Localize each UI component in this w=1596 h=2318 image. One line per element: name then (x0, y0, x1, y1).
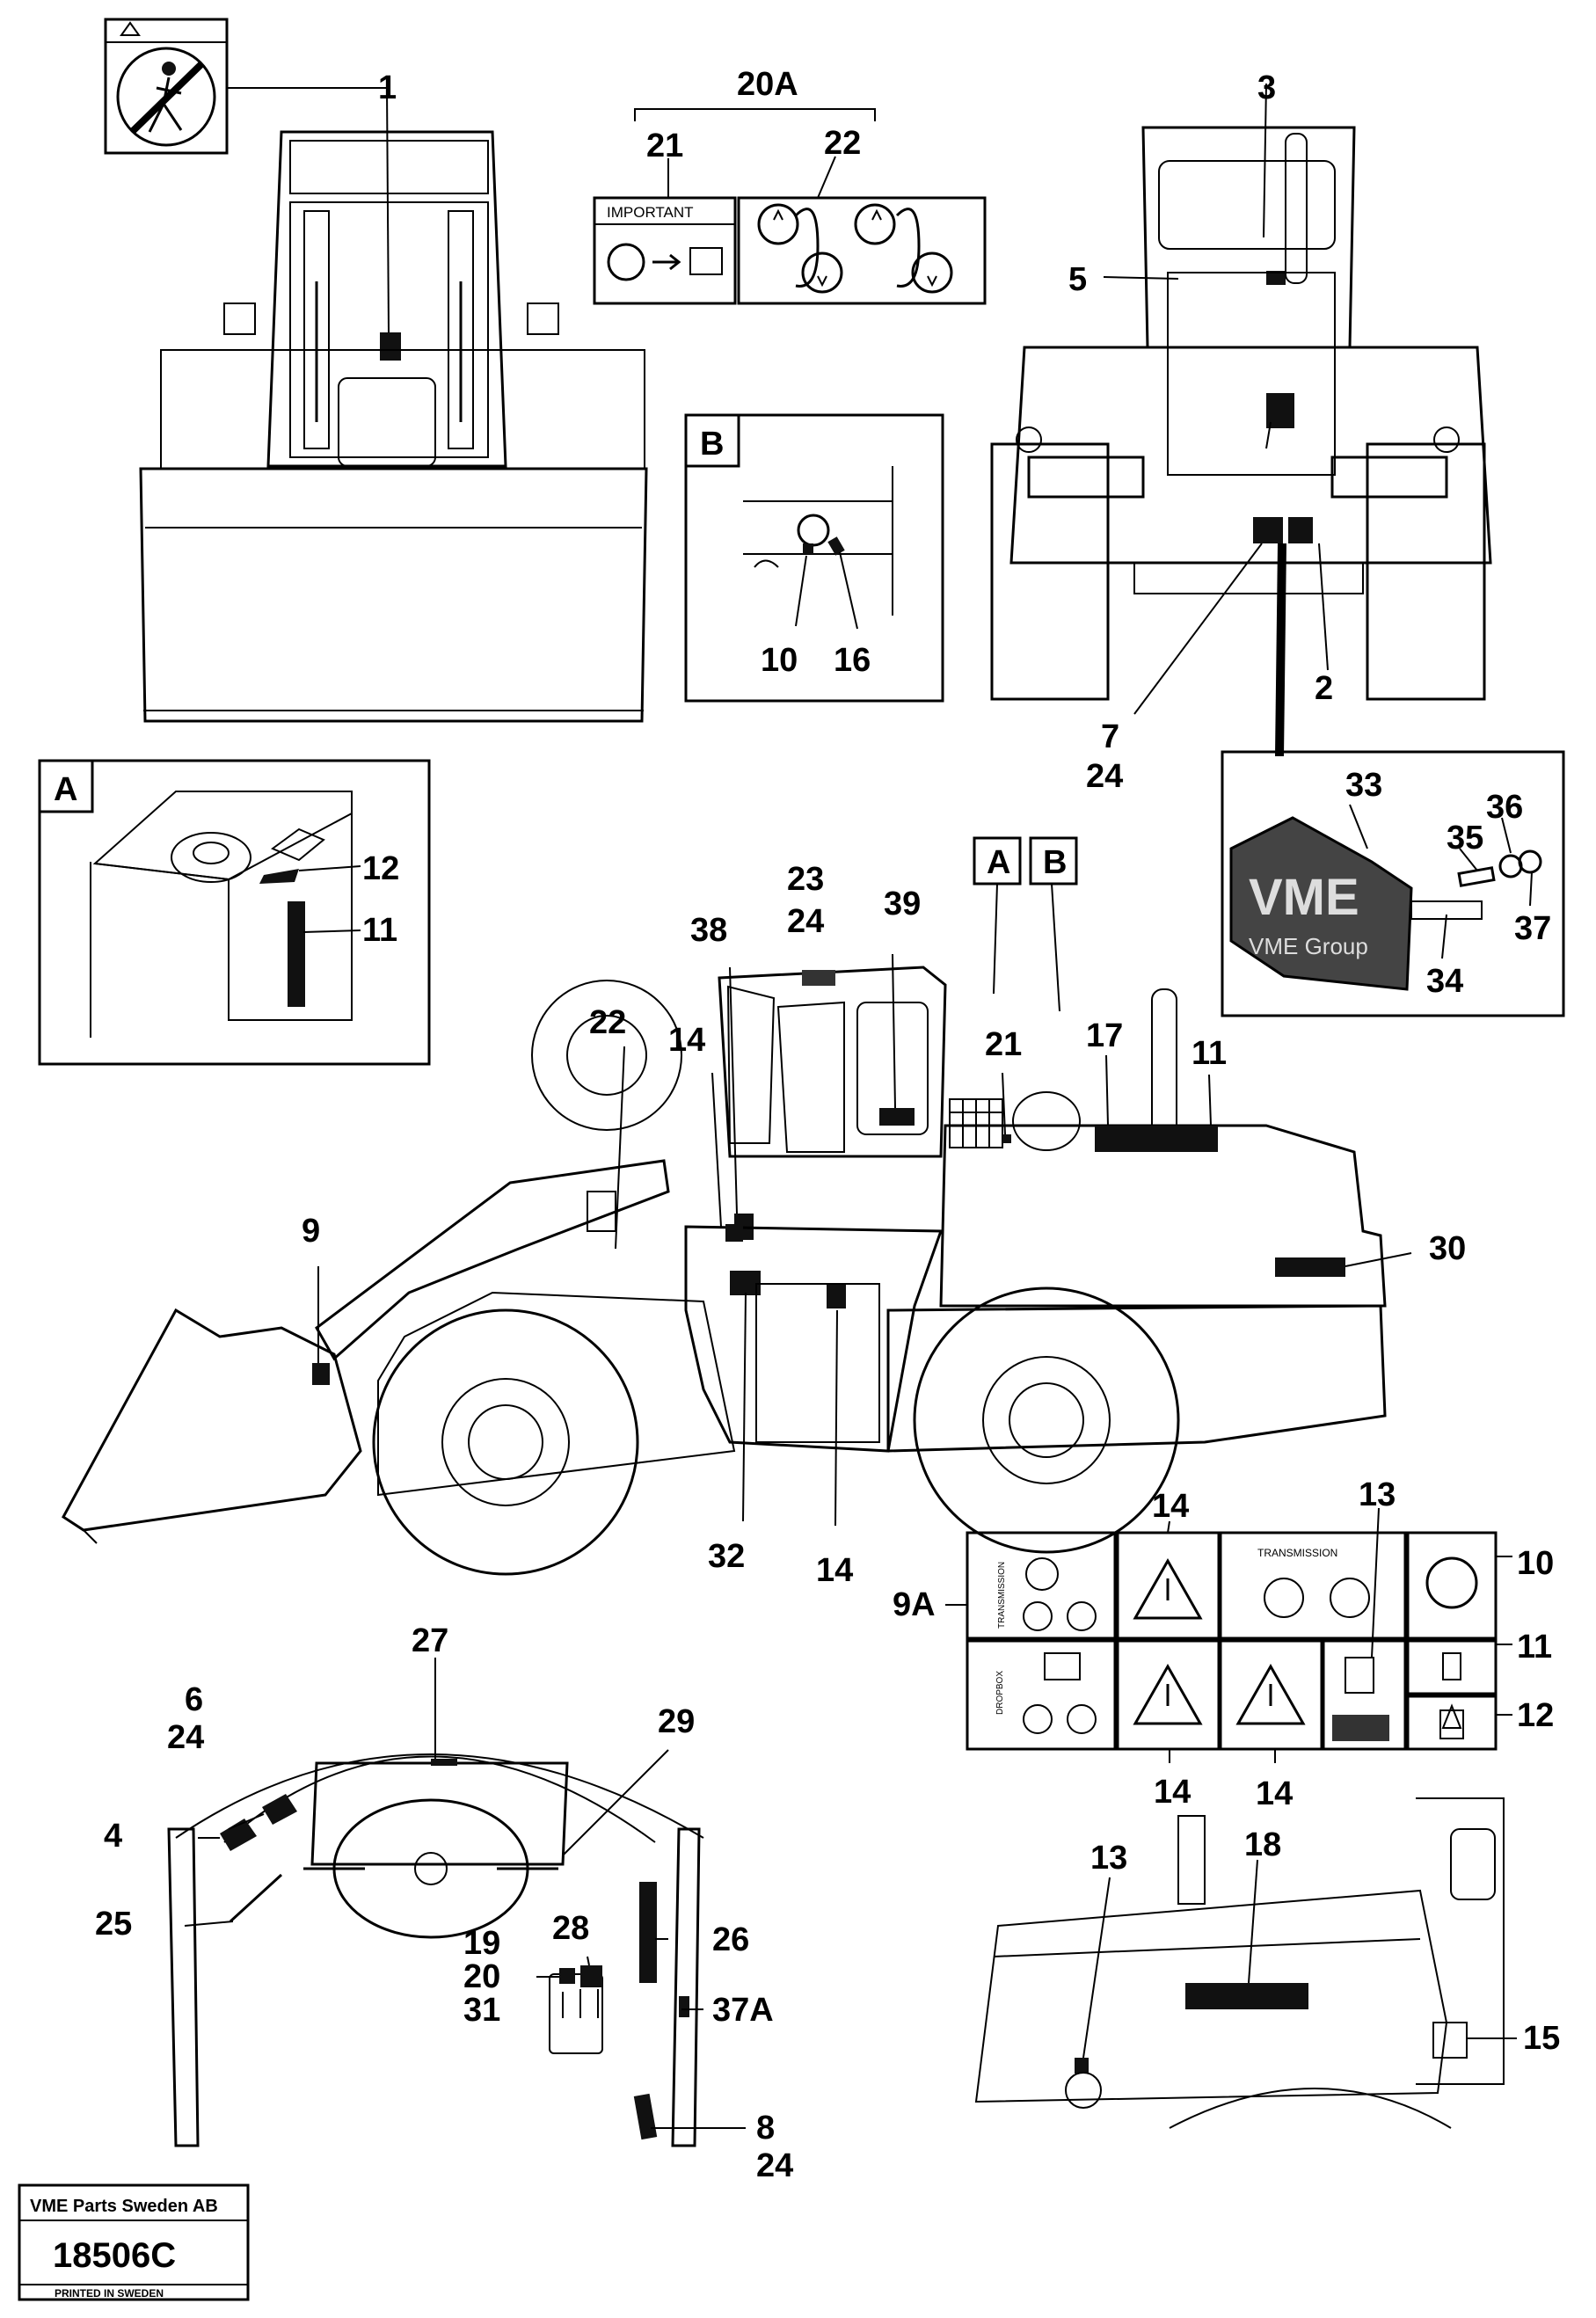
decal-1-marker (380, 332, 401, 361)
detail-a (38, 759, 431, 1066)
callout-8: 8 (756, 2110, 775, 2147)
callout-36: 36 (1486, 789, 1523, 826)
callout-24-a: 24 (1086, 758, 1123, 795)
callout-6: 6 (185, 1681, 203, 1718)
callout-9: 9 (302, 1213, 320, 1250)
callout-22-b: 22 (589, 1004, 626, 1041)
callout-11-c: 11 (1517, 1629, 1552, 1666)
callout-14-d: 14 (1154, 1774, 1191, 1811)
decal-sheet-9a (966, 1531, 1498, 1751)
detail-label-b-ref: B (1043, 844, 1067, 881)
detail-label-a-ref: A (987, 844, 1010, 881)
callout-12-b: 12 (1517, 1697, 1554, 1734)
callout-38: 38 (690, 912, 727, 949)
callout-21-b: 21 (985, 1026, 1022, 1063)
callout-33: 33 (1345, 767, 1382, 804)
detail-b (684, 413, 944, 703)
callout-24-b: 24 (787, 903, 824, 940)
callout-17: 17 (1086, 1017, 1123, 1054)
callout-35: 35 (1447, 820, 1483, 856)
side-view-loader (62, 966, 1387, 1576)
front-view-loader (139, 130, 648, 723)
callout-20a: 20A (737, 66, 798, 103)
callout-27: 27 (412, 1622, 448, 1659)
callout-39: 39 (884, 886, 921, 922)
callout-16: 16 (834, 642, 871, 679)
callout-23: 23 (787, 861, 824, 898)
callout-11-b: 11 (1192, 1035, 1227, 1072)
decal-lettering: IMPORTANT TRANSMISSION DROPBOX TRANSMISS… (607, 204, 1337, 1715)
vme-plate-detail: VME VME Group (1221, 750, 1565, 1017)
callout-10-a: 10 (761, 642, 798, 679)
detail-label-a: A (54, 771, 77, 808)
callout-9a: 9A (893, 1586, 936, 1623)
callout-14-b: 14 (816, 1552, 853, 1589)
callout-37a: 37A (712, 1992, 774, 2029)
callout-37: 37 (1514, 910, 1551, 947)
callout-2: 2 (1315, 670, 1333, 707)
detail-label-b: B (700, 426, 724, 463)
callout-5: 5 (1068, 261, 1087, 298)
drawing-number: 18506C (53, 2236, 176, 2275)
rear-view-loader (990, 126, 1492, 701)
callout-10-b: 10 (1517, 1545, 1554, 1582)
callout-34: 34 (1426, 963, 1463, 1000)
callout-15: 15 (1523, 2020, 1560, 2057)
callout-3: 3 (1257, 69, 1276, 106)
printed-in: PRINTED IN SWEDEN (55, 2287, 164, 2300)
callout-numbers: 1 3 5 2 7 24 20A 21 22 10 16 12 11 33 36… (95, 66, 1560, 2184)
no-pedestrian-sign (104, 18, 229, 155)
engine-hood-view (974, 1797, 1505, 2129)
callout-19: 19 (463, 1925, 500, 1962)
detail-labels: B A A B (54, 426, 1067, 881)
transmission-text: TRANSMISSION (1257, 1547, 1337, 1559)
important-text: IMPORTANT (607, 204, 694, 221)
cab-interior-view (167, 1753, 704, 2147)
callout-32: 32 (708, 1538, 745, 1575)
callout-11-a: 11 (362, 912, 397, 949)
callout-21-a: 21 (646, 128, 683, 164)
callout-7: 7 (1101, 718, 1119, 755)
callout-14-a: 14 (668, 1022, 705, 1059)
callout-25: 25 (95, 1906, 132, 1943)
callout-13-a: 13 (1359, 1476, 1396, 1513)
callout-28: 28 (552, 1910, 589, 1947)
dropbox-text: DROPBOX (995, 1671, 1005, 1715)
callout-13-b: 13 (1090, 1840, 1127, 1877)
decal-group-20a (593, 108, 987, 305)
company-name: VME Parts Sweden AB (30, 2197, 218, 2216)
title-block: VME Parts Sweden AB 18506C PRINTED IN SW… (18, 2183, 250, 2301)
callout-18: 18 (1244, 1826, 1281, 1863)
callout-12-a: 12 (362, 850, 399, 887)
plate-brand: VME (1249, 869, 1359, 926)
callout-1: 1 (378, 69, 397, 106)
callout-14-e: 14 (1256, 1775, 1293, 1812)
callout-20: 20 (463, 1958, 500, 1995)
callout-29: 29 (658, 1703, 695, 1740)
callout-14-c: 14 (1152, 1488, 1189, 1525)
callout-26: 26 (712, 1921, 749, 1958)
callout-22-a: 22 (824, 125, 861, 162)
callout-30: 30 (1429, 1230, 1466, 1267)
callout-24-c: 24 (167, 1719, 204, 1756)
plate-group-text: VME Group (1249, 933, 1368, 959)
callout-31: 31 (463, 1992, 500, 2029)
detail-reference-boxes (973, 836, 1078, 1012)
callout-24-d: 24 (756, 2147, 793, 2184)
callout-4: 4 (104, 1818, 122, 1855)
transmission-vertical-text: TRANSMISSION (997, 1562, 1007, 1629)
